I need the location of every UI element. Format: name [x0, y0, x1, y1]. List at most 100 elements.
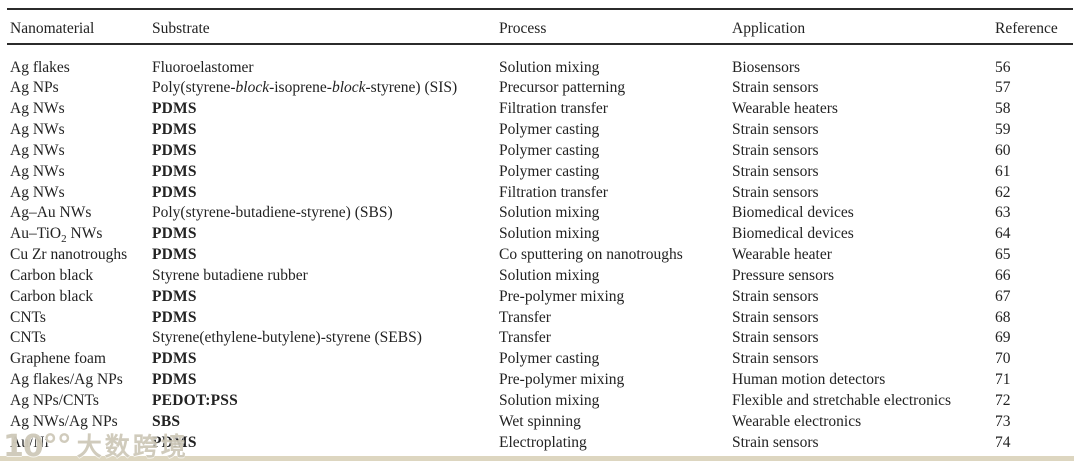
cell-nanomaterial: Carbon black	[10, 287, 94, 305]
cell-process: Solution mixing	[499, 58, 600, 76]
cell-application: Strain sensors	[732, 121, 819, 139]
column-header-application: Application	[732, 20, 806, 37]
cell-nanomaterial: CNTs	[10, 329, 46, 347]
cell-process: Wet spinning	[499, 412, 581, 430]
cell-application: Strain sensors	[732, 287, 819, 305]
cell-substrate: Styrene(ethylene-butylene)-styrene (SEBS…	[152, 329, 422, 347]
cell-nanomaterial: Ag NWs	[10, 141, 65, 159]
cell-reference: 61	[995, 162, 1011, 180]
column-header-reference: Reference	[995, 20, 1058, 37]
column-header-nanomaterial: Nanomaterial	[10, 20, 95, 37]
table-bottom-rule	[0, 456, 1074, 461]
cell-reference: 71	[995, 371, 1011, 389]
cell-substrate: PDMS	[152, 371, 197, 389]
cell-nanomaterial: Ag NWs	[10, 121, 65, 139]
cell-reference: 59	[995, 121, 1011, 139]
cell-process: Solution mixing	[499, 266, 600, 284]
cell-nanomaterial: Graphene foam	[10, 350, 106, 368]
cell-reference: 73	[995, 412, 1011, 430]
cell-substrate: PDMS	[152, 141, 197, 159]
column-header-substrate: Substrate	[152, 20, 210, 37]
cell-nanomaterial: Ag–Au NWs	[10, 204, 92, 222]
cell-application: Wearable heaters	[732, 100, 838, 118]
cell-nanomaterial: Ag NWs	[10, 183, 65, 201]
cell-application: Wearable heater	[732, 246, 832, 264]
cell-process: Transfer	[499, 329, 551, 347]
cell-reference: 68	[995, 308, 1011, 326]
cell-application: Strain sensors	[732, 79, 819, 97]
cell-process: Filtration transfer	[499, 100, 608, 118]
cell-reference: 64	[995, 225, 1011, 243]
cell-process: Electroplating	[499, 433, 587, 451]
cell-application: Wearable electronics	[732, 412, 862, 430]
cell-reference: 60	[995, 141, 1011, 159]
cell-nanomaterial: Ag NPs/CNTs	[10, 392, 99, 409]
cell-application: Flexible and stretchable electronics	[732, 392, 952, 409]
table-row: Ag NPs/CNTs PEDOT:PSS Solution mixing Flexi…	[10, 391, 1072, 412]
cell-reference: 63	[995, 204, 1011, 222]
cell-reference: 72	[995, 392, 1011, 409]
cell-nanomaterial: Ag NWs	[10, 100, 65, 118]
cell-nanomaterial: CNTs	[10, 308, 46, 326]
cell-process: Solution mixing	[499, 392, 600, 409]
cell-reference: 70	[995, 350, 1011, 368]
column-header-process: Process	[499, 20, 547, 37]
cell-application: Human motion detectors	[732, 371, 886, 389]
cell-substrate: PDMS	[152, 121, 197, 139]
table-top-rule	[7, 8, 1073, 10]
cell-application: Strain sensors	[732, 308, 819, 326]
cell-process: Polymer casting	[499, 350, 600, 368]
table-row: CNTs Styrene(ethylene-butylene)-styrene (…	[10, 328, 1072, 349]
cell-process: Polymer casting	[499, 121, 600, 139]
cell-process: Pre-polymer mixing	[499, 371, 625, 389]
cell-nanomaterial: Carbon black	[10, 266, 94, 284]
cell-reference: 62	[995, 183, 1011, 201]
cell-substrate: PDMS	[152, 433, 197, 451]
cell-reference: 67	[995, 287, 1011, 305]
nanomaterials-table: Nanomaterial Substrate Process Applicati…	[0, 8, 1080, 461]
table-row: Ag NWs PDMS Polymer casting Strain sensors 5…	[10, 120, 1072, 141]
cell-substrate: PDMS	[152, 225, 197, 243]
cell-nanomaterial: Ag NWs	[10, 162, 65, 180]
cell-substrate: PDMS	[152, 100, 197, 118]
cell-nanomaterial: Cu Zr nanotroughs	[10, 246, 128, 264]
cell-application: Strain sensors	[732, 162, 819, 180]
cell-reference: 74	[995, 433, 1011, 451]
cell-reference: 69	[995, 329, 1011, 347]
cell-nanomaterial: Au–TiO2 NWs	[10, 225, 103, 246]
cell-substrate: SBS	[152, 412, 181, 430]
cell-substrate: PDMS	[152, 183, 197, 201]
cell-process: Polymer casting	[499, 162, 600, 180]
cell-reference: 57	[995, 79, 1011, 97]
cell-substrate: PDMS	[152, 287, 197, 305]
table-row: Ag NWs PDMS Filtration transfer Strain sens…	[10, 183, 1072, 204]
cell-nanomaterial: Ag flakes	[10, 58, 70, 76]
cell-application: Biosensors	[732, 58, 801, 76]
cell-process: Precursor patterning	[499, 79, 626, 97]
cell-application: Biomedical devices	[732, 225, 854, 243]
cell-process: Filtration transfer	[499, 183, 608, 201]
cell-reference: 65	[995, 246, 1011, 264]
cell-application: Pressure sensors	[732, 266, 835, 284]
table-row: Ag NWs PDMS Filtration transfer Wearable he…	[10, 99, 1072, 120]
cell-substrate: Poly(styrene-block-isoprene-block-styren…	[152, 79, 458, 97]
cell-reference: 58	[995, 100, 1011, 118]
cell-nanomaterial: Au/Ni	[10, 433, 49, 451]
cell-reference: 56	[995, 58, 1011, 76]
cell-application: Strain sensors	[732, 183, 819, 201]
cell-substrate: PEDOT:PSS	[152, 392, 238, 409]
